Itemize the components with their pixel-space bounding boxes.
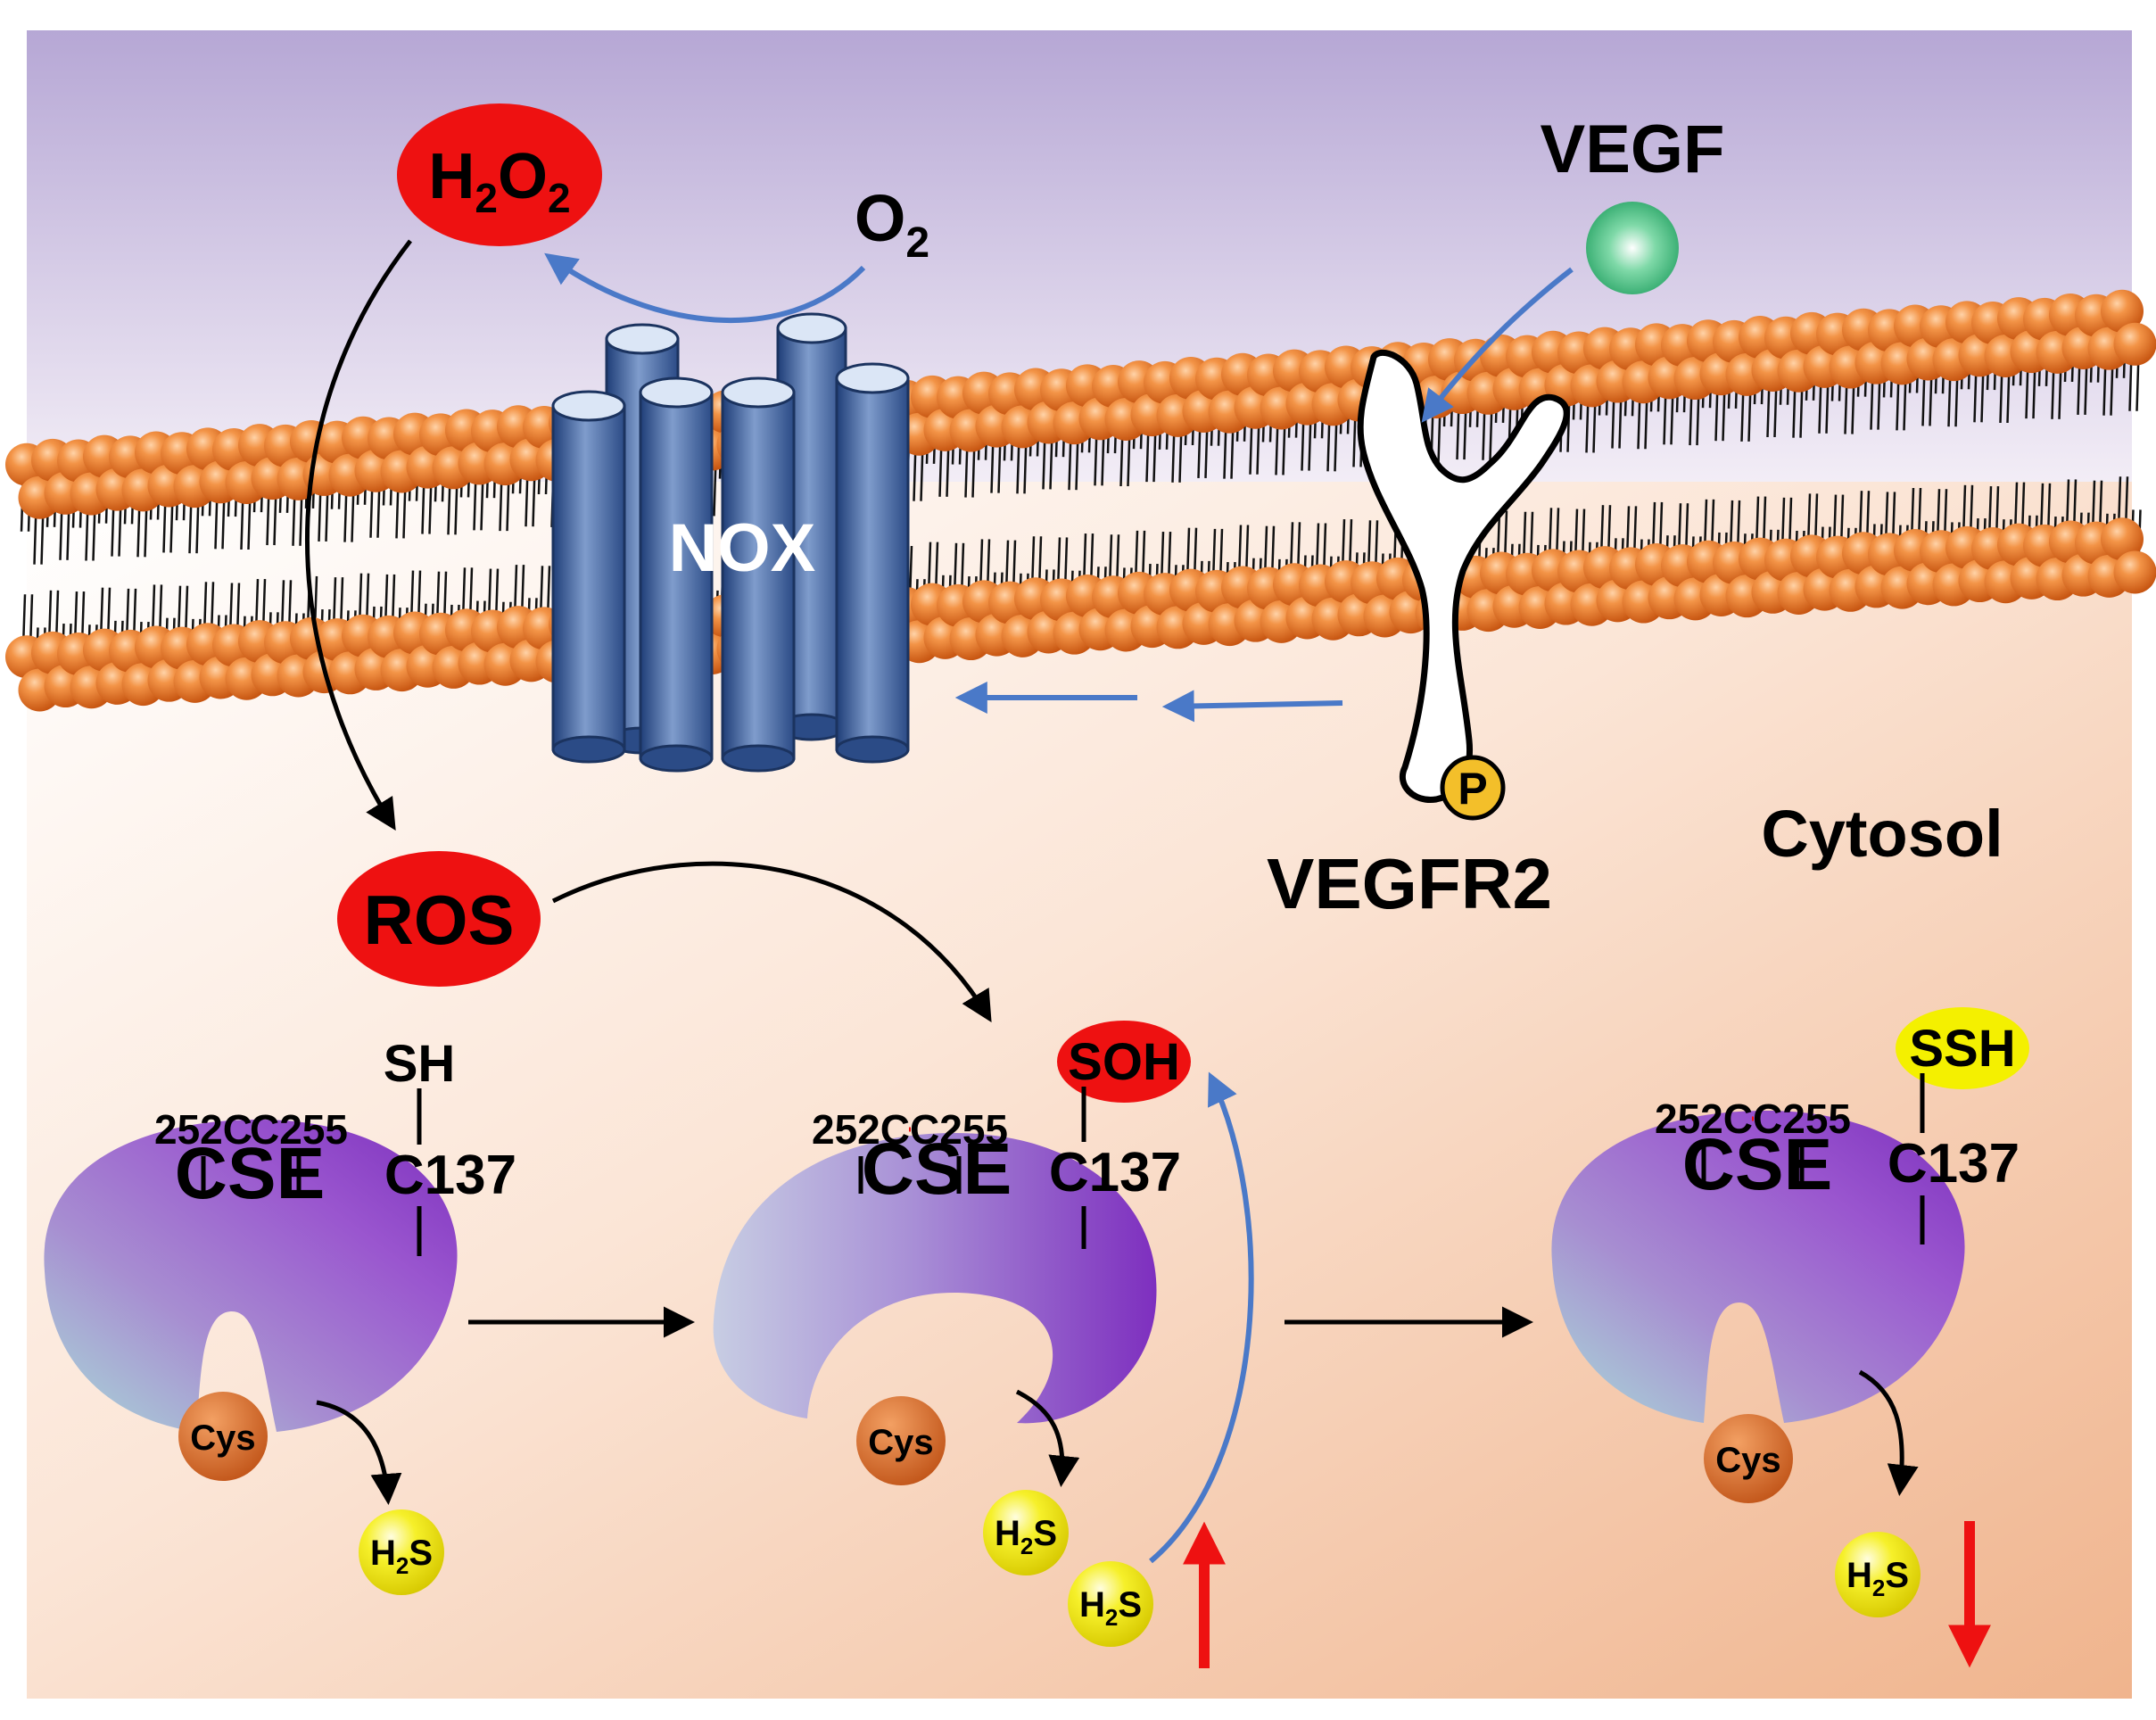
h2o2-sub2: 2 xyxy=(548,175,571,221)
catalysis-arrow xyxy=(316,1400,402,1505)
h2s-product xyxy=(359,1509,444,1595)
residue-label-c137: C137 xyxy=(1049,1142,1181,1203)
vegf-binding-arrow xyxy=(1421,267,1574,423)
nox-channel: NOX xyxy=(551,312,910,773)
lipid-heads xyxy=(5,289,2156,712)
residue-label-left: 252C xyxy=(812,1106,910,1153)
vegfr2-receptor xyxy=(1357,349,1570,803)
residue-label-middle: C255 xyxy=(250,1106,348,1153)
cys-substrate xyxy=(1704,1414,1793,1503)
h2o2-bubble: H2O2 xyxy=(397,103,602,246)
o2-o: O xyxy=(855,181,906,255)
vegf-ligand xyxy=(1586,202,1679,294)
h2s-product-label: H2S xyxy=(1846,1556,1909,1601)
modification-bubble xyxy=(1896,1007,2029,1089)
lipid-head xyxy=(2101,289,2144,333)
activation-arrow-1 xyxy=(1161,690,1343,723)
nox-helix xyxy=(639,376,714,773)
h2s-product xyxy=(1835,1532,1921,1617)
cse-enzyme-label: CSE xyxy=(862,1129,1012,1210)
cse-enzyme-body xyxy=(713,1133,1157,1424)
o2-sub: 2 xyxy=(905,219,929,267)
lipid-head xyxy=(2113,322,2156,366)
h2o2-sub1: 2 xyxy=(475,175,498,221)
residue-label-middle: C255 xyxy=(910,1106,1008,1153)
nox-label: NOX xyxy=(669,510,816,586)
lipid-head xyxy=(2101,517,2144,561)
nox-helix xyxy=(551,390,626,764)
cytosol-label: Cytosol xyxy=(1761,797,2003,871)
h2s-product-extra xyxy=(1068,1561,1153,1647)
h2s-product-label: H2S xyxy=(370,1534,433,1579)
h2o2-o: O xyxy=(498,141,548,212)
vegf-label: VEGF xyxy=(1541,112,1725,187)
h2o2-h: H xyxy=(428,141,475,212)
h2s-product xyxy=(983,1490,1069,1575)
modification-label: SSH xyxy=(1909,1020,2015,1078)
nox-helix xyxy=(835,362,910,764)
catalysis-arrow xyxy=(1015,1389,1080,1487)
cys-substrate xyxy=(178,1392,268,1481)
phospho-badge: P xyxy=(1440,755,1506,821)
o2-label: O2 xyxy=(855,181,929,267)
h2s-to-soh-arrow xyxy=(1149,1071,1254,1564)
cys-substrate xyxy=(856,1396,946,1485)
residue-label-c137: C137 xyxy=(384,1145,516,1206)
phospho-label: P xyxy=(1458,764,1487,814)
svg-text:H2O2: H2O2 xyxy=(428,141,570,221)
modification-label: SOH xyxy=(1068,1033,1180,1091)
lipid-head xyxy=(2113,550,2156,594)
vegfr2-label: VEGFR2 xyxy=(1267,844,1552,923)
h2s-product-extra-label: H2S xyxy=(1079,1585,1142,1631)
residue-label-c137: C137 xyxy=(1888,1133,2020,1195)
residue-label-left: 252C xyxy=(154,1106,252,1153)
ros-to-cse-arrow xyxy=(551,861,992,1022)
h2s-product-label: H2S xyxy=(995,1514,1057,1559)
modification-label: SH xyxy=(384,1035,456,1093)
cys-label: Cys xyxy=(190,1418,255,1458)
h2o2-to-ros-arrow xyxy=(304,239,412,831)
residue-label-middle: C255 xyxy=(1753,1096,1851,1142)
cys-label: Cys xyxy=(868,1423,933,1462)
cse-enzyme-body xyxy=(44,1120,458,1432)
catalysis-arrow xyxy=(1858,1369,1919,1496)
cys-label: Cys xyxy=(1715,1441,1780,1480)
ros-bubble: ROS xyxy=(337,851,541,987)
cse-enzyme-label: CSE xyxy=(1682,1124,1833,1205)
nox-helix xyxy=(721,376,796,773)
residue-label-left: 252C xyxy=(1655,1096,1753,1142)
modification-bubble xyxy=(1057,1021,1191,1103)
o2-to-h2o2-arrow xyxy=(544,252,866,323)
ros-label: ROS xyxy=(363,881,514,959)
cse-enzyme-body xyxy=(1551,1111,1965,1423)
